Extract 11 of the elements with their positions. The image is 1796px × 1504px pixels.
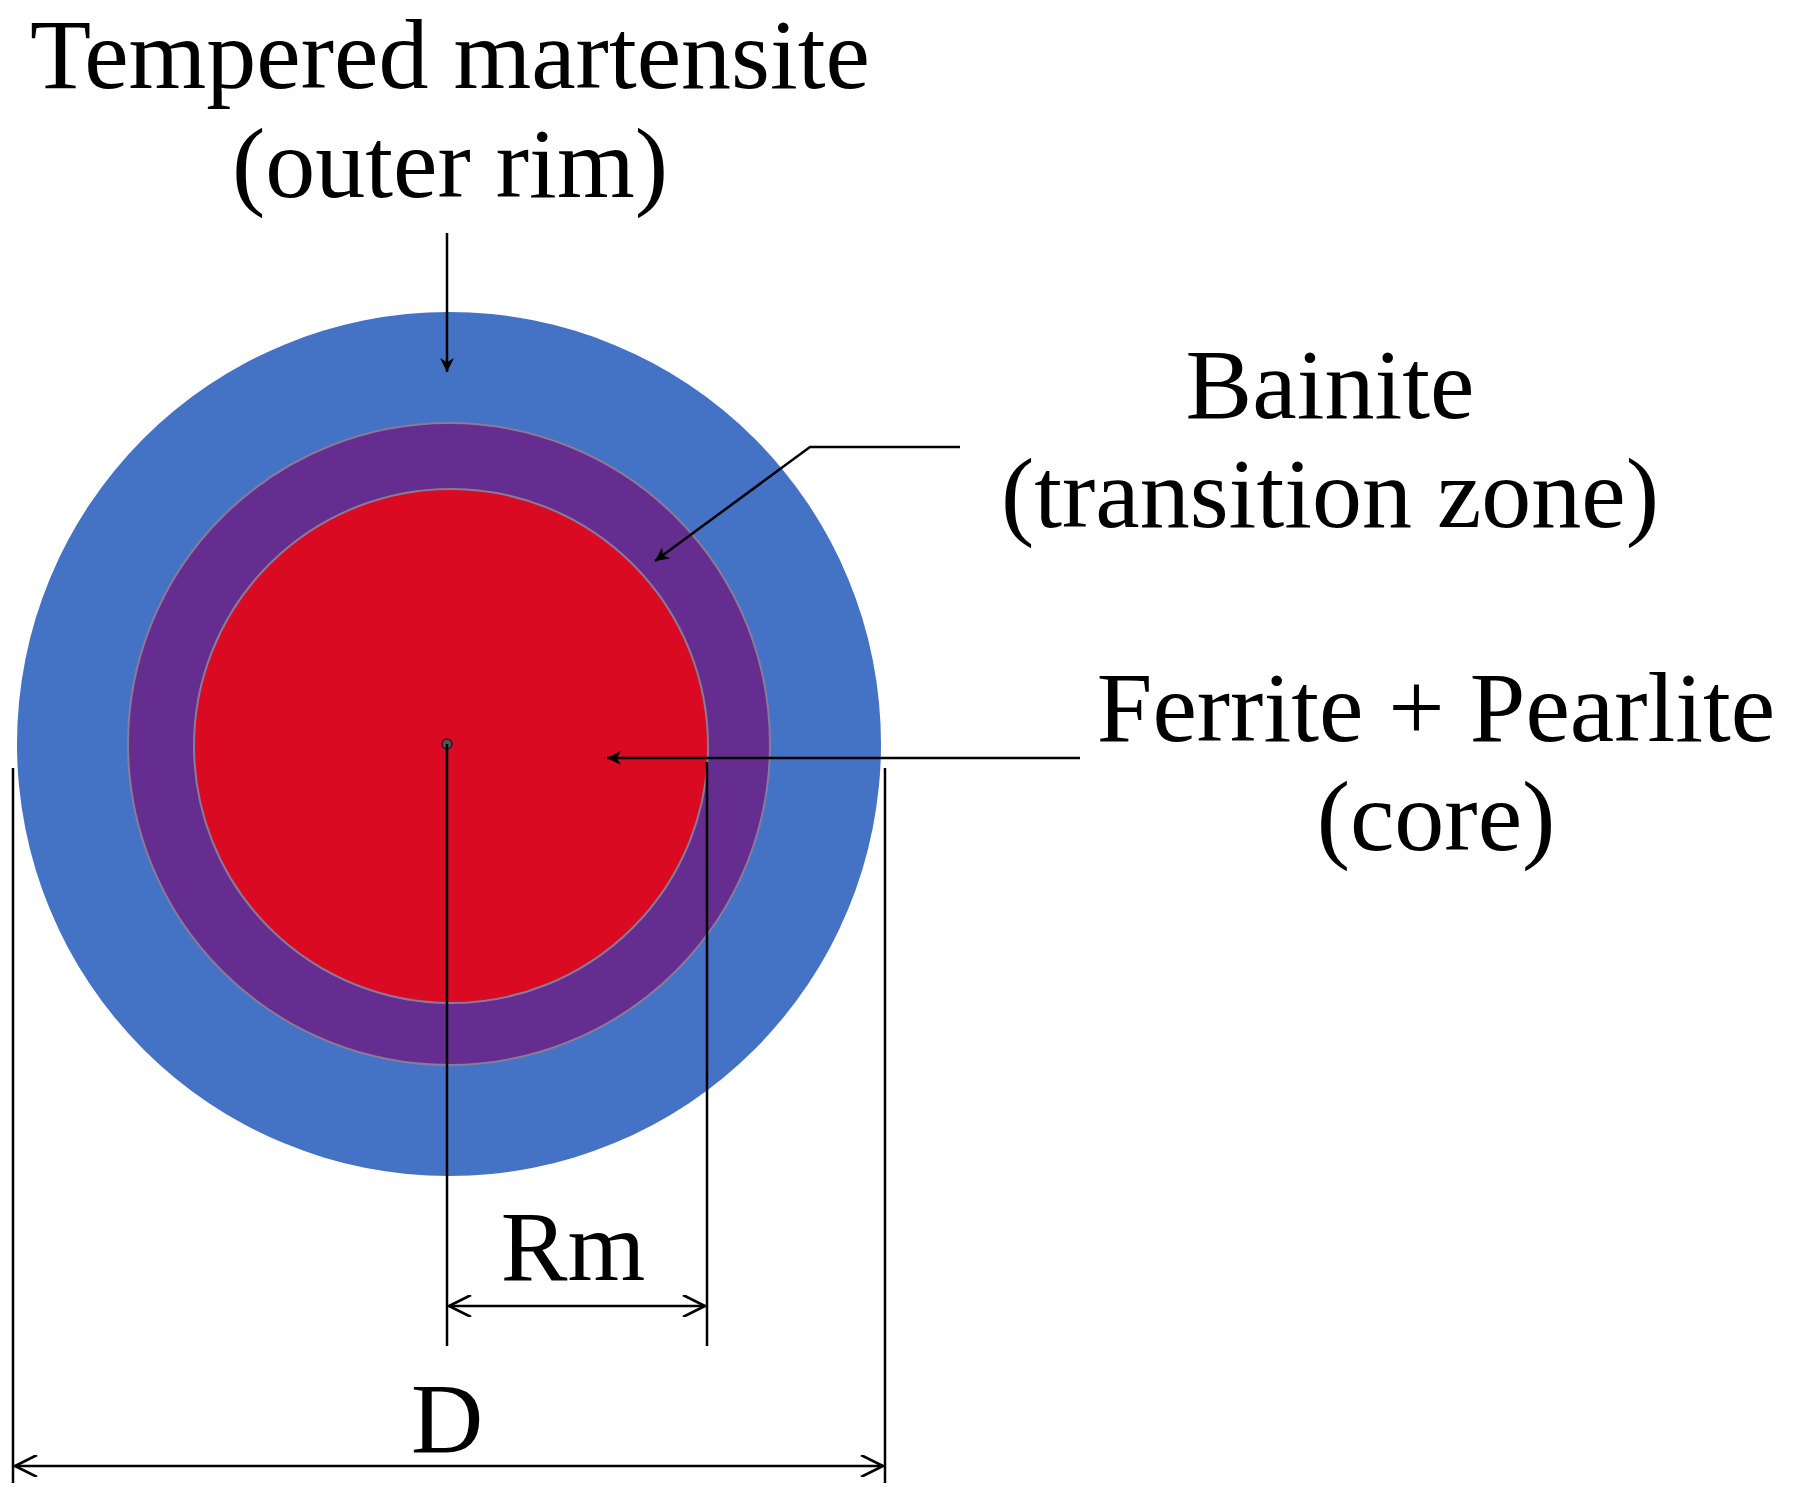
- zone-label: Ferrite + Pearlite: [1095, 653, 1777, 762]
- dimension-label: D: [409, 1364, 485, 1473]
- zone-label: Bainite: [1184, 330, 1476, 439]
- zone-label: (outer rim): [232, 109, 669, 218]
- dimension-label: Rm: [499, 1192, 647, 1301]
- leader-arrow: [607, 751, 1080, 765]
- leader-arrow: [654, 445, 960, 562]
- zone-label: Tempered martensite: [29, 0, 871, 109]
- leader-arrow: [440, 233, 454, 372]
- zone-label: (transition zone): [999, 439, 1661, 548]
- zone-label: (core): [1315, 762, 1557, 871]
